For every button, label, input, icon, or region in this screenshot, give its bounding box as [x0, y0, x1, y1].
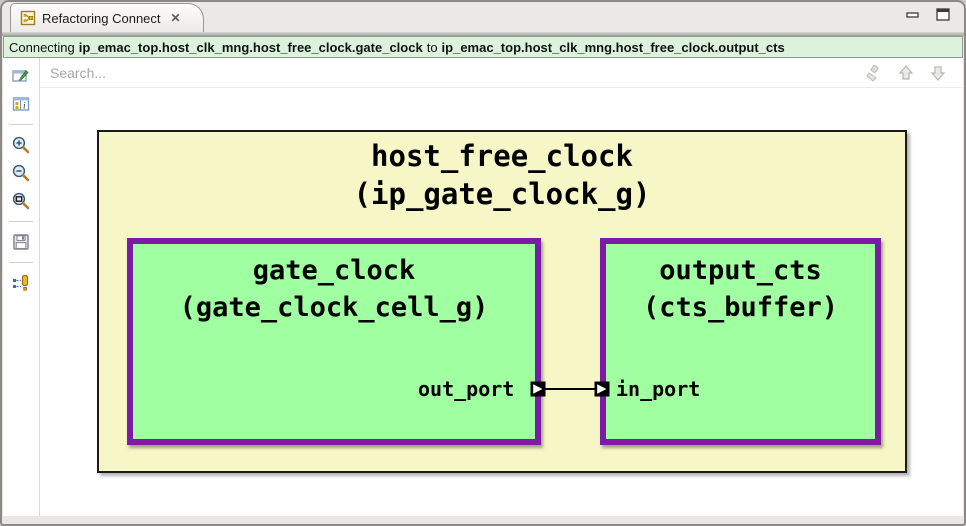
zoom-fit-icon[interactable] [8, 188, 34, 214]
zoom-in-icon[interactable] [8, 132, 34, 158]
maximize-icon[interactable] [936, 8, 950, 21]
search-input[interactable] [50, 64, 864, 81]
save-icon[interactable] [8, 229, 34, 255]
port-label-in-port[interactable]: in_port [616, 377, 701, 401]
window-bottom-frame [2, 516, 964, 524]
connection-line[interactable] [545, 388, 595, 390]
port-label-out-port[interactable]: out_port [418, 377, 515, 401]
container-node-name: host_free_clock [371, 139, 633, 173]
child-node-type: (cts_buffer) [642, 292, 839, 323]
tab-bar-edge [2, 32, 964, 36]
child-node-name: gate_clock [252, 255, 416, 286]
child-node-name: output_cts [659, 255, 822, 286]
find-next-icon[interactable] [929, 64, 947, 82]
search-bar [40, 58, 963, 88]
toolbar-separator [9, 221, 33, 222]
highlight-connections-icon[interactable] [8, 270, 34, 296]
out-port-arrow-icon[interactable] [530, 381, 546, 397]
tab-refactoring-connect[interactable]: Refactoring Connect ✕ [10, 3, 204, 32]
close-tab-icon[interactable]: ✕ [170, 11, 181, 25]
find-previous-icon[interactable] [897, 64, 915, 82]
zoom-out-icon[interactable] [8, 160, 34, 186]
view-tab-bar: Refactoring Connect ✕ [2, 2, 964, 32]
diagram-icon [20, 10, 36, 26]
container-node-type: (ip_gate_clock_g) [353, 177, 651, 211]
message-source-path: ip_emac_top.host_clk_mng.host_free_clock… [78, 39, 423, 55]
clear-search-icon[interactable] [864, 64, 883, 82]
child-node-gate-clock[interactable]: gate_clock (gate_clock_cell_g) [127, 238, 541, 445]
tab-title: Refactoring Connect [42, 10, 161, 26]
child-node-type: (gate_clock_cell_g) [179, 292, 489, 323]
child-node-output-cts[interactable]: output_cts (cts_buffer) [600, 238, 881, 445]
properties-view-icon[interactable]: i [8, 91, 34, 117]
toolbar-separator [9, 262, 33, 263]
toolbar-separator [9, 124, 33, 125]
in-port-arrow-icon[interactable] [594, 381, 610, 397]
container-node-host-free-clock[interactable]: host_free_clock (ip_gate_clock_g) gate_c… [97, 130, 907, 473]
minimize-icon[interactable] [906, 11, 920, 19]
diagram-canvas[interactable]: host_free_clock (ip_gate_clock_g) gate_c… [40, 88, 963, 516]
message-connector: to [426, 39, 438, 55]
edit-diagram-icon[interactable] [8, 63, 34, 89]
diagram-toolbar: i [3, 58, 40, 516]
message-prefix: Connecting [9, 39, 75, 55]
svg-text:i: i [23, 102, 26, 112]
connection-message-bar: Connecting ip_emac_top.host_clk_mng.host… [3, 36, 963, 58]
message-target-path: ip_emac_top.host_clk_mng.host_free_clock… [441, 39, 785, 55]
